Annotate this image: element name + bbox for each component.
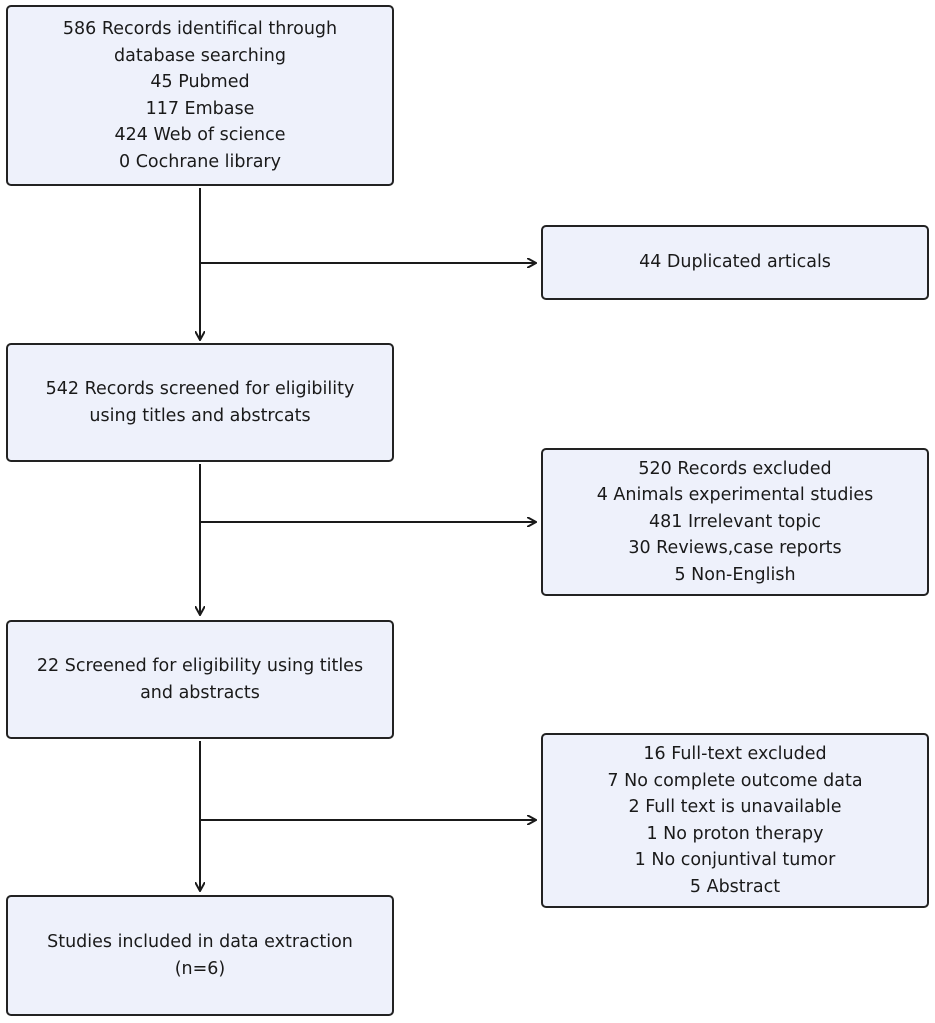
fulltext-excluded-line: 1 No proton therapy: [646, 823, 824, 844]
excluded-line: 520 Records excluded: [638, 458, 832, 479]
included-box: Studies included in data extraction (n=6…: [6, 895, 394, 1016]
eligibility-line: 22 Screened for eligibility using titles…: [36, 656, 364, 703]
excluded-line: 5 Non-English: [674, 564, 796, 585]
identification-line: 0 Cochrane library: [119, 151, 281, 172]
included-line: Studies included in data extraction: [47, 932, 353, 952]
duplicates-line: 44 Duplicated articals: [639, 252, 831, 273]
fulltext-excluded-line: 5 Abstract: [689, 876, 781, 897]
excluded-line: 481 Irrelevant topic: [649, 511, 821, 532]
included-line: (n=6): [174, 958, 226, 979]
fulltext-excluded-line: 1 No conjuntival tumor: [634, 850, 836, 870]
duplicates-box: 44 Duplicated articals: [541, 225, 929, 300]
excluded-box: 520 Records excluded 4 Animals experimen…: [541, 448, 929, 596]
fulltext-excluded-line: 16 Full-text excluded: [643, 744, 827, 764]
excluded-line: 30 Reviews,case reports: [628, 538, 842, 559]
excluded-line: 4 Animals experimental studies: [596, 485, 874, 506]
screening-box: 542 Records screened for eligibility usi…: [6, 343, 394, 462]
fulltext-excluded-box: 16 Full-text excluded 7 No complete outc…: [541, 733, 929, 908]
identification-line: database searching: [114, 45, 286, 66]
fulltext-excluded-line: 2 Full text is unavailable: [628, 797, 842, 817]
identification-line: 424 Web of science: [114, 125, 286, 145]
eligibility-box: 22 Screened for eligibility using titles…: [6, 620, 394, 739]
identification-line: 45 Pubmed: [150, 72, 250, 92]
identification-line: 117 Embase: [145, 98, 255, 119]
screening-line: 542 Records screened for eligibility usi…: [45, 379, 355, 426]
identification-line: 586 Records identifical through: [62, 19, 338, 39]
fulltext-excluded-line: 7 No complete outcome data: [607, 770, 863, 791]
identification-box: 586 Records identifical through database…: [6, 5, 394, 186]
